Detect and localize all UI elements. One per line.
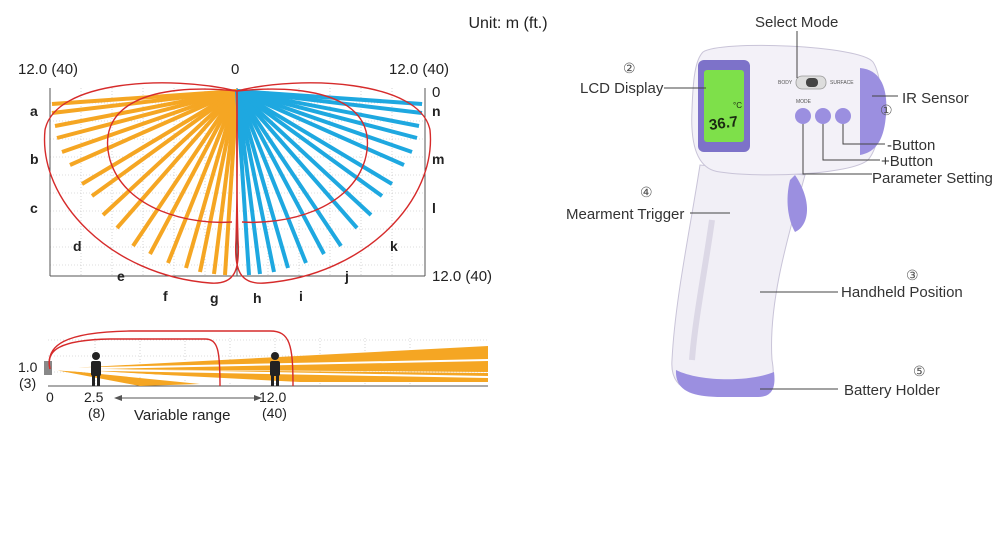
ir-num: ①	[880, 102, 893, 118]
zone-l: l	[432, 200, 436, 216]
switch-right-label: SURFACE	[830, 80, 854, 86]
side-outlines	[48, 330, 294, 387]
person-icon-near	[91, 352, 101, 386]
zone-e: e	[117, 268, 125, 284]
zone-d: d	[73, 238, 82, 254]
plus-button-label: +Button	[881, 153, 933, 170]
battery-holder	[675, 370, 775, 397]
side-beams	[50, 346, 488, 386]
range-left-label: 12.0 (40)	[18, 61, 78, 78]
switch-left-label: BODY	[778, 80, 793, 86]
zone-j: j	[344, 268, 349, 284]
zone-h: h	[253, 290, 262, 306]
thermometer-device: 36.7 °C BODY SURFACE MODE	[671, 44, 887, 397]
detection-area-diagram: 12.0 (40) 0 12.0 (40) 0 12.0 (40) a b c …	[18, 61, 492, 306]
trigger	[787, 175, 808, 232]
far-ft-label: (40)	[262, 405, 287, 421]
ir-sensor	[860, 68, 887, 155]
right-top-zero-label: 0	[432, 84, 440, 101]
range-bottom-right-label: 12.0 (40)	[432, 268, 492, 285]
callout-lines	[664, 31, 898, 390]
zone-c: c	[30, 200, 38, 216]
select-mode-label: Select Mode	[755, 14, 838, 31]
zone-a: a	[30, 103, 38, 119]
near-label: 2.5	[84, 389, 104, 405]
range-right-label: 12.0 (40)	[389, 61, 449, 78]
lcd-num: ②	[623, 60, 636, 76]
handheld-num: ③	[906, 267, 919, 283]
lcd-label: LCD Display	[580, 80, 664, 97]
zone-m: m	[432, 151, 444, 167]
detection-outlines	[43, 82, 432, 284]
handheld-label: Handheld Position	[841, 284, 963, 301]
battery-label: Battery Holder	[844, 382, 940, 399]
plus-button	[815, 108, 831, 124]
minus-button-label: -Button	[887, 137, 935, 154]
mode-button	[795, 108, 811, 124]
sensor-block	[44, 361, 52, 375]
zone-f: f	[163, 288, 168, 304]
parameter-setting-label: Parameter Setting	[872, 170, 993, 187]
person-icon-far	[270, 352, 280, 386]
left-beams	[51, 89, 239, 276]
zone-b: b	[30, 151, 39, 167]
minus-button	[835, 108, 851, 124]
far-label: 12.0	[259, 389, 286, 405]
mode-label: MODE	[796, 99, 812, 105]
zone-k: k	[390, 238, 398, 254]
zone-i: i	[299, 288, 303, 304]
lcd-unit: °C	[733, 101, 742, 110]
lcd-reading: 36.7	[708, 113, 739, 134]
right-beams	[235, 89, 423, 276]
variable-range-label: Variable range	[134, 407, 230, 424]
lcd-display	[704, 70, 744, 142]
trigger-label: Mearment Trigger	[566, 206, 684, 223]
ir-sensor-label: IR Sensor	[902, 90, 969, 107]
height-ft-label: (3)	[19, 375, 36, 391]
height-label: 1.0	[18, 359, 38, 375]
battery-num: ⑤	[913, 363, 926, 379]
origin-label: 0	[46, 389, 54, 405]
range-center-label: 0	[231, 61, 239, 78]
zone-g: g	[210, 290, 219, 306]
zone-n: n	[432, 103, 441, 119]
unit-label: Unit: m (ft.)	[468, 15, 547, 32]
trigger-num: ④	[640, 184, 653, 200]
near-ft-label: (8)	[88, 405, 105, 421]
side-view-diagram: 1.0 (3) 0 2.5 (8) 12.0 (40) Variable ran…	[18, 330, 489, 424]
